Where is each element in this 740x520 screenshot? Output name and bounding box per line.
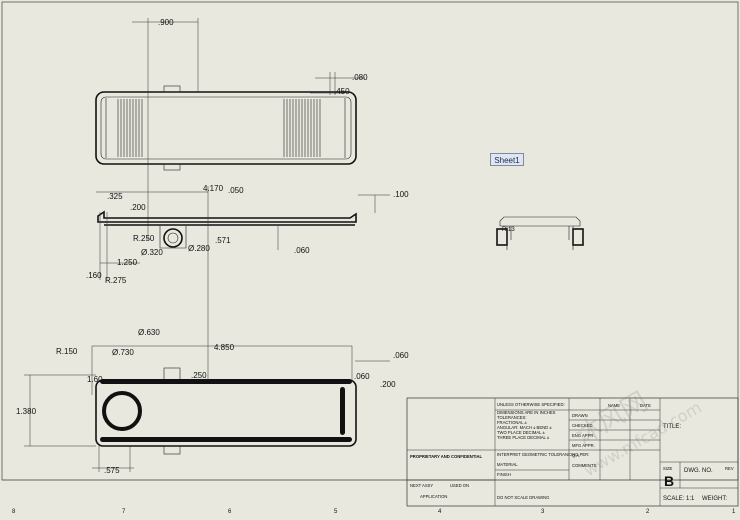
- zone-number: 7: [122, 509, 126, 515]
- dim-571: .571: [215, 236, 231, 245]
- dim-4170: 4.170: [203, 184, 224, 193]
- zone-number: 5: [334, 509, 338, 515]
- dim-r13: R.13: [502, 227, 515, 233]
- top-view: .900 .080 .450: [95, 18, 368, 240]
- sheet-border: [1, 1, 739, 481]
- dim-dia280: Ø.280: [188, 244, 210, 253]
- dim-325: .325: [107, 192, 123, 201]
- dim-160: .160: [86, 271, 102, 280]
- zone-number: 8: [12, 509, 16, 515]
- dwg-no-label: DWG. NO.: [684, 468, 713, 474]
- dim-050: .050: [228, 186, 244, 195]
- svg-text:ANGULAR: MACH ± BEND ±: ANGULAR: MACH ± BEND ±: [497, 425, 552, 430]
- svg-text:TWO PLACE DECIMAL ±: TWO PLACE DECIMAL ±: [497, 430, 545, 435]
- svg-text:MFG APPR.: MFG APPR.: [572, 443, 595, 448]
- zone-number: 3: [541, 509, 545, 515]
- dim-250: .250: [191, 371, 207, 380]
- dim-575: .575: [104, 466, 120, 475]
- svg-text:THREE PLACE DECIMAL ±: THREE PLACE DECIMAL ±: [497, 435, 550, 440]
- dim-4850: 4.850: [214, 343, 235, 352]
- end-view: R.13: [496, 216, 584, 250]
- side-view: 4.170 .050 .325 .200 .100 R.250 .571 .06…: [86, 184, 409, 285]
- dim-900: .900: [158, 18, 174, 27]
- dim-100: .100: [393, 190, 409, 199]
- svg-text:MATERIAL: MATERIAL: [497, 462, 518, 467]
- zone-number: 1: [732, 509, 736, 515]
- zone-number: 4: [438, 509, 442, 515]
- svg-text:APPLICATION: APPLICATION: [420, 494, 447, 499]
- scale-label: SCALE: 1:1: [663, 496, 695, 502]
- zone-number: 2: [646, 509, 650, 515]
- dim-r250: R.250: [133, 234, 155, 243]
- svg-text:NAME: NAME: [608, 403, 620, 408]
- dim-060c: .060: [354, 372, 370, 381]
- svg-text:NEXT ASSY: NEXT ASSY: [410, 483, 433, 488]
- title-block: UNLESS OTHERWISE SPECIFIED: DIMENSIONS A…: [406, 397, 739, 507]
- dim-160b: 1.60: [87, 375, 103, 384]
- dim-200b: .200: [380, 380, 396, 389]
- zone-number: 6: [228, 509, 232, 515]
- svg-text:COMMENTS:: COMMENTS:: [572, 463, 598, 468]
- svg-text:DIMENSIONS ARE IN INCHES: DIMENSIONS ARE IN INCHES: [497, 410, 556, 415]
- dim-200: .200: [130, 203, 146, 212]
- border-zone-numbers: 8 7 6 5 4 3 2 1: [12, 509, 736, 515]
- grip-ribs-right: [283, 99, 321, 157]
- dim-450: .450: [334, 87, 350, 96]
- svg-text:FRACTIONAL ±: FRACTIONAL ±: [497, 420, 528, 425]
- dim-060b: .060: [393, 351, 409, 360]
- proprietary-title: PROPRIETARY AND CONFIDENTIAL: [410, 454, 483, 459]
- size-value: B: [664, 473, 674, 489]
- dim-dia630: Ø.630: [138, 328, 160, 337]
- dim-060a: .060: [294, 246, 310, 255]
- dim-1380: 1.380: [16, 407, 37, 416]
- dim-1250: 1.250: [117, 258, 138, 267]
- dim-dia320: Ø.320: [141, 248, 163, 257]
- svg-text:CHECKED: CHECKED: [572, 423, 592, 428]
- svg-text:DRAWN: DRAWN: [572, 413, 588, 418]
- grip-ribs-left: [117, 99, 143, 157]
- title-label: TITLE:: [663, 424, 681, 430]
- weight-label: WEIGHT:: [702, 496, 727, 502]
- svg-text:SIZE: SIZE: [663, 466, 673, 471]
- tolerance-header: UNLESS OTHERWISE SPECIFIED:: [497, 402, 565, 407]
- svg-text:USED ON: USED ON: [450, 483, 469, 488]
- svg-text:DATE: DATE: [640, 403, 651, 408]
- dim-r150: R.150: [56, 347, 78, 356]
- svg-text:REV: REV: [725, 466, 734, 471]
- sheet-tab[interactable]: Sheet1: [490, 153, 524, 166]
- svg-text:FINISH: FINISH: [497, 472, 511, 477]
- dim-080: .080: [352, 73, 368, 82]
- dim-r275: R.275: [105, 276, 127, 285]
- svg-text:INTERPRET GEOMETRIC TOLERANCIN: INTERPRET GEOMETRIC TOLERANCING PER:: [497, 452, 589, 457]
- dim-dia730: Ø.730: [112, 348, 134, 357]
- svg-text:ENG APPR.: ENG APPR.: [572, 433, 595, 438]
- front-view: 4.850 Ø.630 R.150 Ø.730 .060 1.60 .250 .…: [16, 250, 409, 475]
- svg-text:Q.A.: Q.A.: [572, 453, 580, 458]
- no-scale-note: DO NOT SCALE DRAWING: [497, 495, 549, 500]
- svg-text:TOLERANCES:: TOLERANCES:: [497, 415, 526, 420]
